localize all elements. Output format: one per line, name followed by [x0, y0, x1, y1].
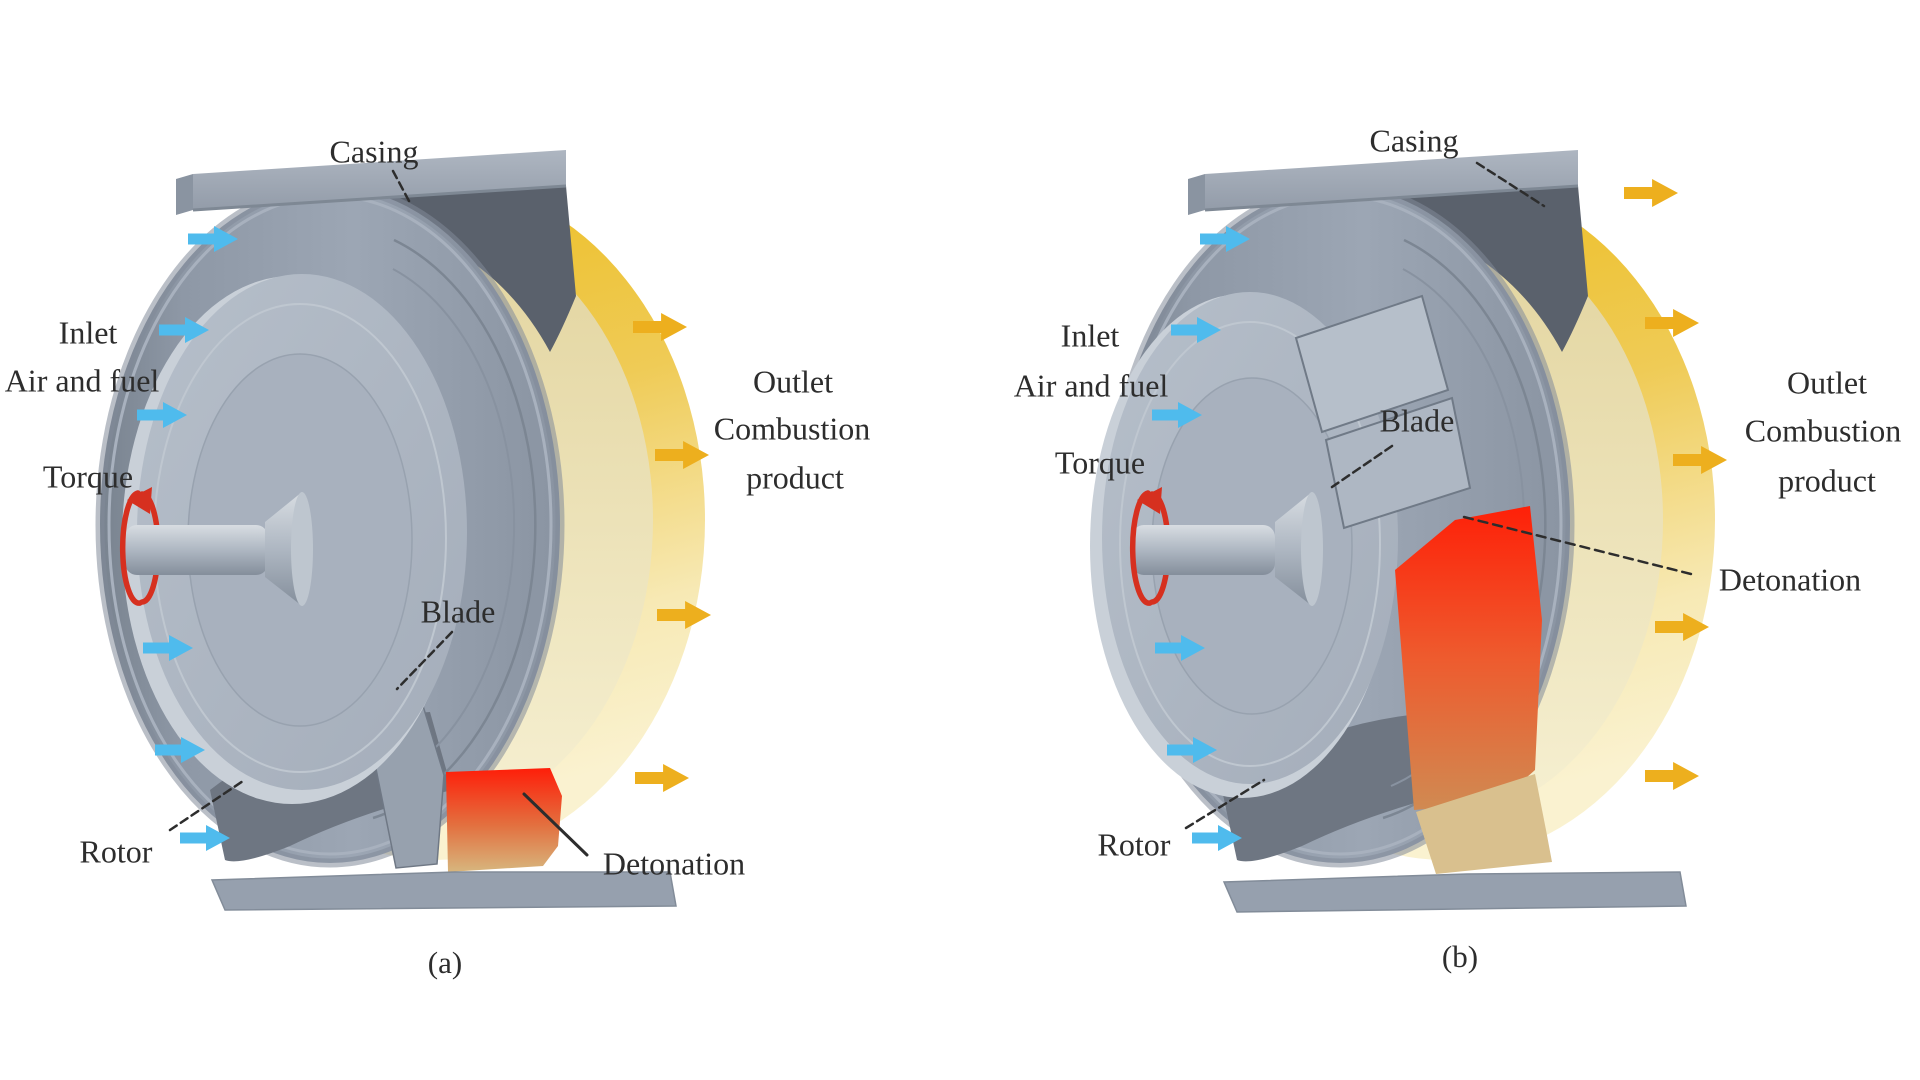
channel-wall-arc-inner — [380, 268, 516, 787]
channel-opening — [1222, 712, 1464, 862]
rotor-leader-line — [1184, 778, 1266, 830]
detonation-label: Detonation — [602, 845, 746, 882]
blade-plate — [1294, 294, 1450, 434]
outlet-label-line2: Combustion — [1744, 412, 1902, 449]
blade-label: Blade — [1379, 402, 1455, 439]
rotor-leader-line — [168, 779, 245, 832]
casing-edge — [192, 184, 567, 212]
detonation-leader-line — [522, 792, 589, 857]
detonation-leader-line — [1462, 515, 1697, 577]
shaft — [1132, 525, 1275, 575]
outlet-label-line3: product — [746, 459, 844, 496]
inlet-label-line1: Inlet — [1060, 317, 1120, 354]
casing-label: Casing — [1369, 122, 1459, 159]
blade-plate — [1324, 396, 1472, 530]
outlet-label-line1: Outlet — [1787, 364, 1867, 401]
casing-rotor-gap — [196, 186, 576, 352]
casing-edge — [1204, 184, 1579, 212]
casing-bottom-plate — [1222, 871, 1687, 913]
casing-left-cap — [176, 174, 193, 215]
outlet-arrow-icon — [635, 763, 689, 793]
rotor-label: Rotor — [79, 833, 153, 870]
casing-strip — [193, 150, 566, 210]
casing-strip — [1205, 150, 1578, 210]
torque-arrowhead — [127, 487, 152, 514]
rotor-label: Rotor — [1097, 826, 1171, 863]
channel-wall-arc-outer — [372, 238, 537, 820]
leader-lines — [168, 169, 589, 857]
inlet-label-line2: Air and fuel — [1013, 367, 1169, 404]
casing-leader-line — [1475, 161, 1546, 208]
torque-label: Torque — [1054, 444, 1146, 481]
engine-panel-a — [95, 150, 711, 911]
outlet-arrow-icon — [1624, 178, 1678, 208]
casing-label: Casing — [329, 133, 419, 170]
outlet-label-line2: Combustion — [713, 410, 871, 447]
shaft-flange-face — [291, 492, 313, 606]
shaft-flange-face — [1301, 492, 1323, 606]
detonation-zone — [1395, 506, 1542, 810]
casing-left-cap — [1188, 174, 1205, 215]
blade-leader-line — [1330, 444, 1394, 489]
outlet-arrow-icon — [1645, 761, 1699, 791]
torque-arrowhead — [1137, 487, 1162, 514]
engine-panel-b — [1090, 150, 1727, 913]
casing-bottom-plate — [210, 871, 677, 911]
detonation-label: Detonation — [1718, 561, 1862, 598]
blade-label: Blade — [420, 593, 496, 630]
shaft — [125, 525, 268, 575]
blade-leader-line — [395, 630, 454, 691]
casing-leader-line — [391, 169, 411, 203]
rotor-face-groove — [1119, 321, 1381, 767]
inlet-label-line2: Air and fuel — [4, 362, 160, 399]
outlet-label-line3: product — [1778, 462, 1876, 499]
panel-a-caption: (a) — [427, 944, 463, 980]
detonation-zone-fade — [1416, 774, 1552, 874]
outlet-label-line1: Outlet — [753, 363, 833, 400]
torque-label: Torque — [42, 458, 134, 495]
inlet-label-line1: Inlet — [58, 314, 118, 351]
leader-lines — [1184, 161, 1697, 830]
detonation-zone — [446, 768, 562, 872]
casing-rotor-gap — [1208, 186, 1588, 352]
panel-b-caption: (b) — [1441, 938, 1479, 974]
